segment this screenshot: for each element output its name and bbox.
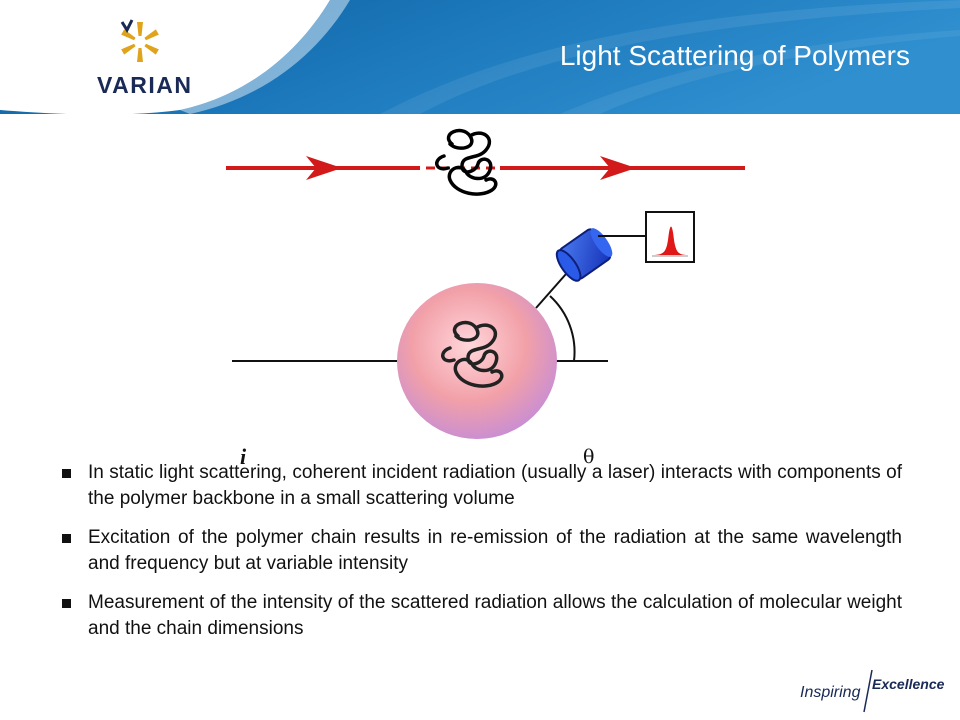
scattering-volume-icon [397,283,557,439]
square-bullet-icon [62,599,71,608]
tagline-inspiring: Inspiring [800,684,861,701]
slide-title: Light Scattering of Polymers [559,40,910,71]
varian-starburst-logo [120,19,159,62]
incident-label: i [240,444,247,469]
bullet-item: In static light scattering, coherent inc… [60,460,902,512]
brand-name: VARIAN [97,72,193,98]
tagline-excellence: Excellence [872,676,945,692]
bullet-text: Measurement of the intensity of the scat… [88,592,902,639]
header-background [0,0,960,115]
header-band: VARIAN Light Scattering of Polymers [0,0,960,115]
bullet-list: In static light scattering, coherent inc… [60,460,902,655]
bullet-item: Excitation of the polymer chain results … [60,525,902,577]
square-bullet-icon [62,469,71,478]
diagram-canvas [226,128,745,439]
signal-peak-icon [645,211,695,263]
angle-label: θ [583,446,595,468]
polymer-coil-icon [441,320,504,388]
tagline-divider [863,669,873,713]
scattering-diagram: θ i [0,114,960,469]
square-bullet-icon [62,534,71,543]
scattered-line [535,273,567,309]
bullet-text: In static light scattering, coherent inc… [88,462,902,509]
bullet-text: Excitation of the polymer chain results … [88,527,902,574]
angle-arc [549,295,576,362]
bullet-item: Measurement of the intensity of the scat… [60,590,902,642]
detector-icon [555,228,613,282]
polymer-coil-icon [435,128,498,196]
